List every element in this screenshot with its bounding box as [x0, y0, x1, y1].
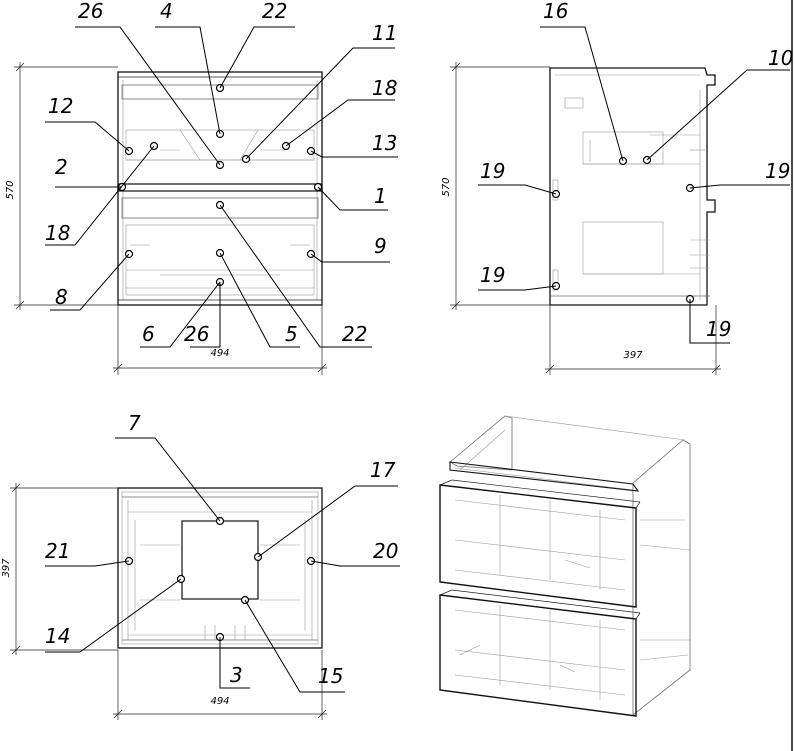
side-depth-dim: 397: [623, 350, 643, 361]
front-label-13: 13: [372, 131, 397, 155]
top-label-7: 7: [128, 411, 141, 435]
front-width-dim: 494: [210, 348, 229, 359]
isometric-view: [439, 415, 691, 717]
top-label-21: 21: [45, 539, 70, 563]
iso-upper-drawer-front: [439, 484, 637, 608]
side-label-19-left-upper: 19: [480, 159, 505, 183]
top-view: 397 494 7 17 21 20 14 3 15: [1, 411, 400, 720]
front-label-22-bottom: 22: [342, 322, 367, 346]
top-depth-dim: 397: [1, 558, 12, 578]
top-cutout: [181, 520, 259, 600]
top-label-3: 3: [230, 663, 243, 687]
side-label-19-left-lower: 19: [480, 263, 505, 287]
side-label-19-right-upper: 19: [765, 159, 790, 183]
front-label-11: 11: [372, 21, 397, 45]
side-view: 570 397 16 10 19 19 19 19: [441, 0, 793, 375]
front-divider-rail: [117, 183, 323, 192]
front-label-5: 5: [285, 322, 298, 346]
side-label-10: 10: [768, 46, 793, 70]
top-label-14: 14: [45, 624, 70, 648]
front-view: 570 494 26 4 22 11 18 12 13 2 1 18 9 8: [5, 0, 398, 375]
top-width-dim: 494: [210, 696, 229, 707]
top-label-15: 15: [318, 664, 343, 688]
front-label-26-bottom: 26: [184, 322, 209, 346]
front-label-2: 2: [55, 155, 68, 179]
front-height-dim: 570: [5, 180, 16, 199]
top-label-20: 20: [373, 539, 398, 563]
front-label-8: 8: [55, 285, 68, 309]
front-label-9: 9: [374, 234, 387, 258]
side-label-19-right-lower: 19: [706, 317, 731, 341]
front-label-1: 1: [374, 184, 387, 208]
front-label-6: 6: [142, 322, 155, 346]
front-label-22-top: 22: [262, 0, 287, 23]
front-label-26-top: 26: [78, 0, 103, 23]
side-label-16: 16: [543, 0, 568, 23]
top-label-17: 17: [370, 458, 396, 482]
front-label-18-right: 18: [372, 76, 397, 100]
side-height-dim: 570: [441, 177, 452, 196]
iso-lower-drawer-front: [439, 594, 637, 717]
front-label-12: 12: [48, 94, 73, 118]
side-panel-outline: [549, 67, 716, 306]
front-label-18-left: 18: [45, 221, 70, 245]
front-label-4: 4: [160, 0, 173, 23]
